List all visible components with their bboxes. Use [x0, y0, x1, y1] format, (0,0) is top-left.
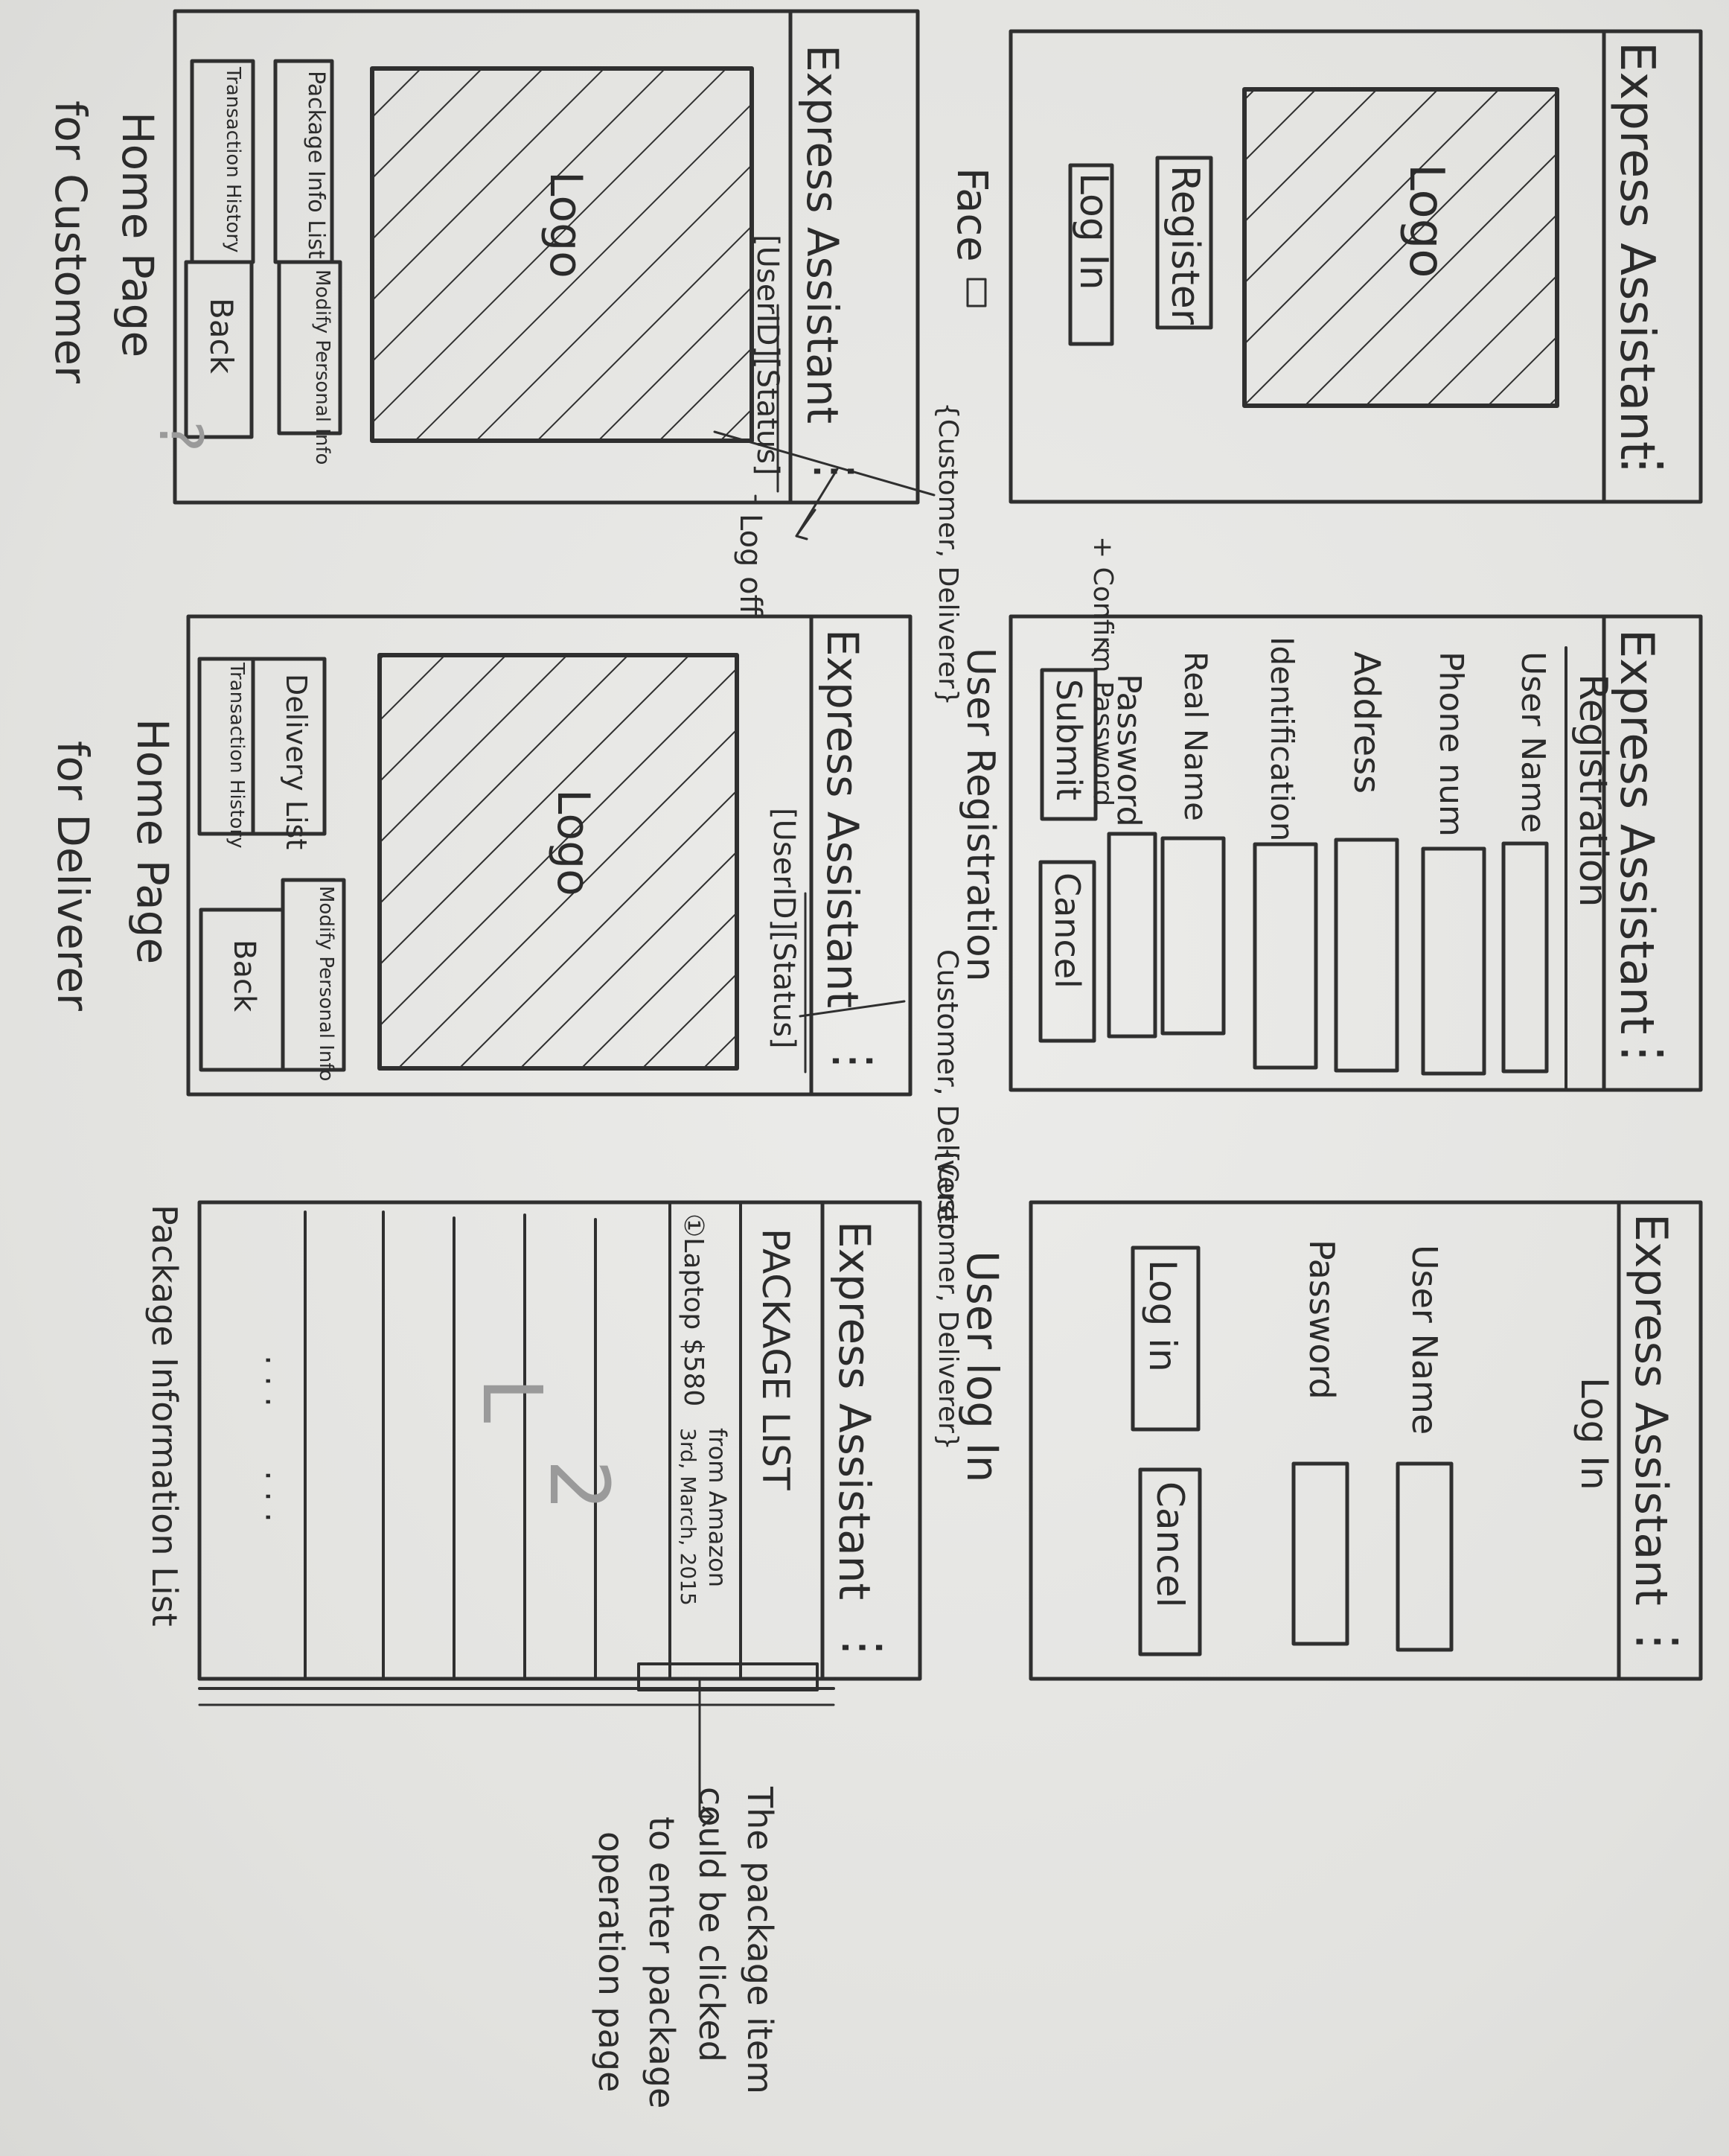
login-app-title: Express Assistant — [1625, 1213, 1677, 1606]
password-input[interactable] — [1107, 832, 1157, 1039]
cancel-button-frame[interactable] — [1038, 860, 1096, 1043]
login-caption: User log In — [957, 1251, 1008, 1482]
deliverer-app-title: Express Assistant — [817, 629, 868, 1008]
identification-input[interactable] — [1253, 842, 1318, 1070]
customer-btn-back[interactable]: Back — [203, 298, 240, 374]
front-login-label[interactable]: Log In — [1071, 173, 1116, 290]
package-caption: Package Information List — [144, 1205, 185, 1627]
field-label-address: Address — [1346, 651, 1387, 794]
login-cancel-label[interactable]: Cancel — [1148, 1482, 1192, 1607]
deliverer-menu-icon[interactable]: ⋮ — [825, 1036, 883, 1085]
deliverer-caption-1: Home Page — [127, 718, 178, 964]
login-submit-frame[interactable] — [1131, 1246, 1201, 1432]
front-menu-icon[interactable]: ⋮ — [1614, 439, 1675, 491]
deliverer-caption-2: for Deliverer — [48, 741, 98, 1011]
customer-caption-1: Home Page — [112, 112, 163, 357]
login-cancel-frame[interactable] — [1138, 1467, 1202, 1656]
package-item-name[interactable]: ①Laptop $580 — [678, 1213, 709, 1406]
package-note-line-4: operation page — [591, 1831, 631, 2092]
deliverer-btn-transaction-history[interactable]: Transaction History — [226, 662, 248, 849]
login-password-input[interactable] — [1291, 1461, 1349, 1646]
package-item-from[interactable]: from Amazon — [703, 1428, 732, 1587]
package-note-line-2: could be clicked — [691, 1787, 732, 2062]
login-label-username: User Name — [1404, 1245, 1445, 1435]
registration-app-title: Express Assistant — [1610, 629, 1664, 1034]
field-label-password: Password — [1110, 674, 1148, 827]
register-button-frame[interactable] — [1155, 156, 1213, 330]
registration-submit-label[interactable]: Submit — [1049, 679, 1089, 800]
username-input[interactable] — [1501, 841, 1549, 1074]
front-app-title: Express Assistant — [1609, 42, 1664, 460]
package-list-title: PACKAGE LIST — [754, 1228, 797, 1490]
deliverer-btn-delivery-list[interactable]: Delivery List — [280, 674, 313, 849]
customer-role-note: {Customer, Deliverer} — [933, 402, 963, 706]
screen-login — [1029, 1200, 1703, 1681]
customer-logo-text: Logo — [540, 171, 592, 278]
ghost-mark-2: 2 — [531, 1459, 627, 1511]
field-label-phone: Phone num — [1432, 651, 1470, 837]
field-label-realname: Real Name — [1177, 651, 1214, 821]
front-register-label[interactable]: Register — [1163, 165, 1207, 325]
login-role-note: {Customer, Deliverer} — [933, 1146, 963, 1450]
package-note-line-1: The package item — [740, 1786, 780, 2094]
logo-placeholder-customer — [370, 66, 754, 443]
customer-app-title: Express Assistant — [797, 45, 848, 424]
front-logo-text: Logo — [1399, 164, 1454, 278]
front-face-label: Face — [947, 168, 996, 262]
registration-title: Registration — [1570, 674, 1615, 908]
package-item-detail[interactable]: 3rd, March, 2015 — [676, 1428, 700, 1606]
login-menu-icon[interactable]: ⋮ — [1629, 1616, 1690, 1668]
customer-caption-2: for Customer — [45, 101, 96, 383]
logo-placeholder-front — [1242, 87, 1559, 408]
address-input[interactable] — [1334, 838, 1399, 1073]
deliverer-status-bar: [UserID][Status] — [767, 808, 801, 1049]
field-label-username: User Name — [1514, 651, 1552, 833]
package-ellipsis-b: · · · — [249, 1470, 287, 1522]
phone-input[interactable] — [1421, 846, 1486, 1076]
customer-btn-package-list[interactable]: Package Info List — [303, 71, 329, 259]
login-button-frame[interactable] — [1068, 163, 1114, 346]
registration-menu-icon[interactable]: ⋮ — [1614, 1027, 1675, 1079]
customer-logoff[interactable]: Log off — [733, 514, 767, 616]
package-menu-icon[interactable]: ⋮ — [835, 1623, 892, 1672]
customer-status-bar: [UserID][Status] — [750, 235, 784, 476]
deliverer-logo-text: Logo — [547, 789, 599, 896]
logo-placeholder-deliverer — [377, 653, 739, 1071]
screen-front — [966, 29, 1703, 504]
ghost-mark-question: ? — [146, 421, 215, 452]
customer-btn-transaction-history[interactable]: Transaction History — [222, 66, 244, 253]
screen-deliverer-home — [186, 614, 913, 1097]
registration-role-note: Customer, Deliverer — [931, 949, 964, 1234]
screen-customer-home — [173, 9, 936, 540]
submit-button-frame[interactable] — [1040, 668, 1098, 821]
login-label-password: Password — [1302, 1240, 1342, 1400]
package-app-title: Express Assistant — [829, 1221, 880, 1600]
registration-caption: User Registration — [958, 648, 1003, 982]
screen-registration — [1009, 614, 1703, 1092]
package-note-line-3: to enter package — [642, 1817, 682, 2108]
package-ellipsis-a: · · · — [249, 1355, 287, 1407]
confirm-password-note: + Confirm Password — [1087, 536, 1118, 806]
login-username-input[interactable] — [1396, 1461, 1454, 1652]
ghost-mark-l: L — [464, 1377, 560, 1423]
login-title: Log In — [1573, 1377, 1616, 1490]
realname-input[interactable] — [1160, 836, 1226, 1036]
field-label-identification: Identification — [1264, 637, 1300, 841]
deliverer-btn-back[interactable]: Back — [227, 940, 261, 1012]
registration-cancel-label[interactable]: Cancel — [1047, 873, 1087, 989]
customer-menu-icon[interactable]: ⋮ — [807, 447, 864, 496]
customer-btn-modify-info[interactable]: Modify Personal Info — [311, 270, 333, 465]
login-submit-label[interactable]: Log in — [1141, 1260, 1184, 1372]
deliverer-btn-modify-info[interactable]: Modify Personal Info — [315, 886, 337, 1081]
screen-package-list — [197, 1200, 922, 1827]
